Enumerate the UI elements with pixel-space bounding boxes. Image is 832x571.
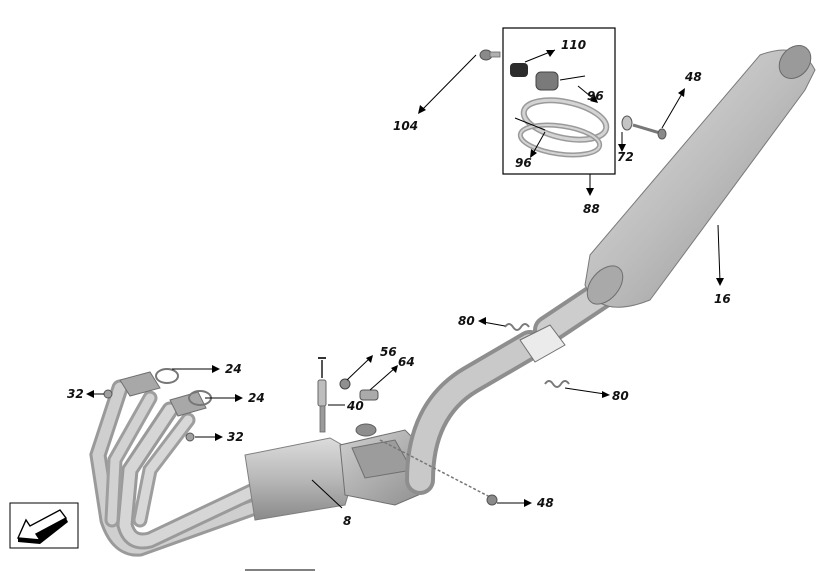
callout-104: 104 [393, 119, 418, 133]
leader-lines [86, 49, 724, 509]
hardware [103, 49, 667, 506]
header-pipes [89, 371, 361, 557]
callout-110: 110 [561, 38, 586, 52]
callout-72: 72 [617, 150, 634, 164]
callout-80-top: 80 [458, 314, 475, 328]
muffler [584, 45, 816, 308]
callout-40: 40 [346, 399, 364, 413]
callout-56: 56 [380, 345, 397, 359]
callout-88: 88 [583, 202, 600, 216]
callout-96-lower: 96 [515, 156, 532, 170]
callout-8: 8 [343, 514, 351, 528]
callout-32-bottom: 32 [227, 430, 244, 444]
clamp-detail-box [502, 27, 616, 175]
callout-16: 16 [714, 292, 731, 306]
callout-labels: 110 104 96 96 72 48 88 16 80 80 56 64 40… [67, 38, 731, 528]
callout-80-bottom: 80 [612, 389, 629, 403]
callout-24-bottom: 24 [248, 391, 265, 405]
callout-48-top: 48 [684, 70, 702, 84]
callout-32-top: 32 [67, 387, 84, 401]
callout-64: 64 [398, 355, 415, 369]
callout-48-bottom: 48 [536, 496, 554, 510]
callout-96-upper: 96 [587, 89, 604, 103]
orientation-arrow-icon [9, 502, 79, 549]
mid-pipe [405, 277, 620, 495]
callout-24-top: 24 [225, 362, 242, 376]
